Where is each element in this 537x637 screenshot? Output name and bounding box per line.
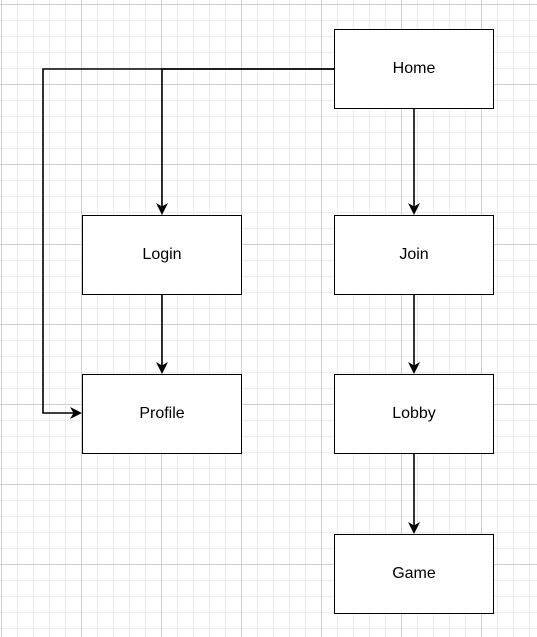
node-login-label: Login [142, 246, 182, 263]
node-login[interactable]: Login [82, 215, 242, 295]
node-lobby-label: Lobby [392, 405, 436, 422]
node-profile-label: Profile [139, 405, 185, 422]
node-game[interactable]: Game [334, 534, 494, 614]
node-join-label: Join [399, 246, 429, 263]
node-lobby[interactable]: Lobby [334, 374, 494, 454]
edge-home-to-profile [42, 68, 334, 419]
edge-home-to-login [156, 68, 334, 215]
node-join[interactable]: Join [334, 215, 494, 295]
node-home[interactable]: Home [334, 29, 494, 109]
node-profile[interactable]: Profile [82, 374, 242, 454]
node-game-label: Game [392, 565, 436, 582]
node-home-label: Home [392, 60, 436, 77]
